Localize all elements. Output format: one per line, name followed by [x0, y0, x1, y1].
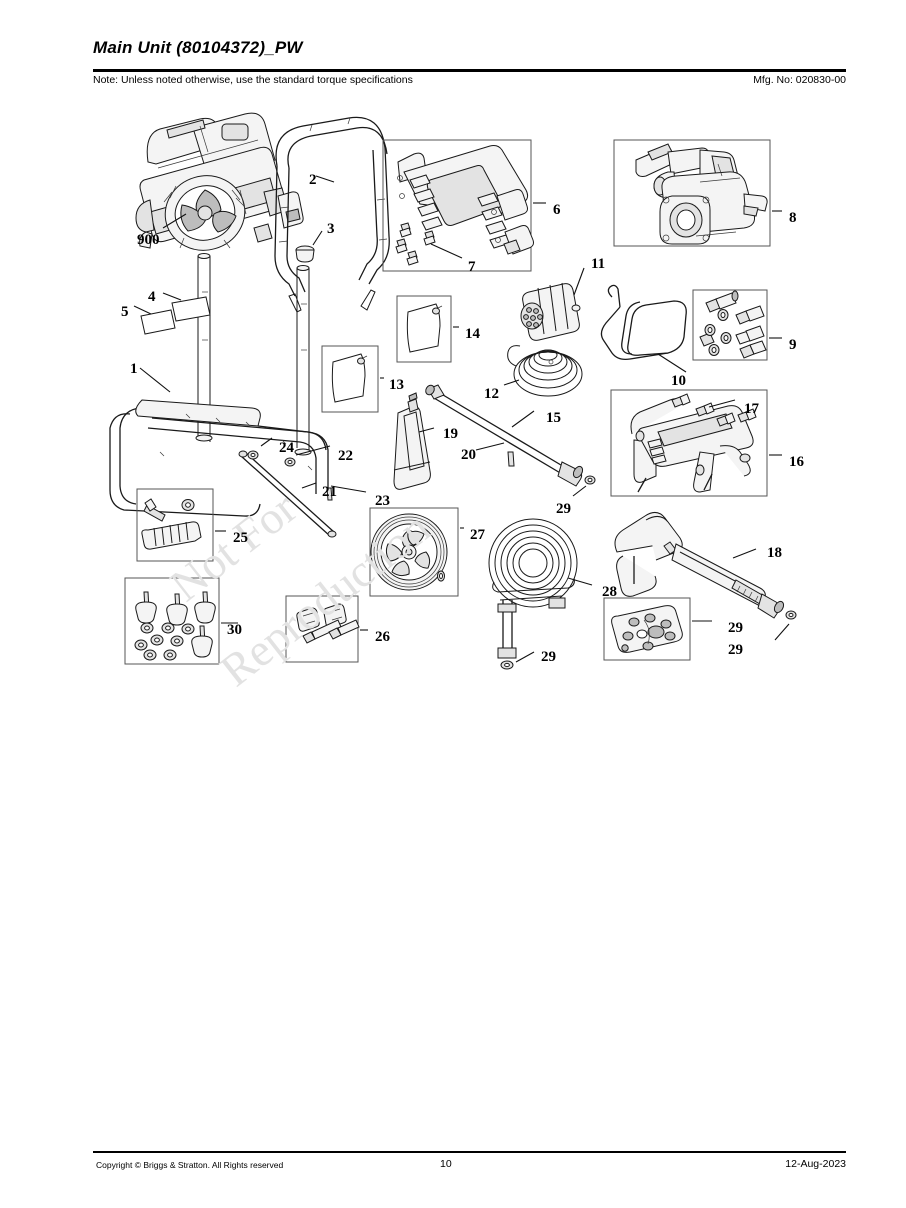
- callout-shroud-cover: 6: [553, 202, 561, 218]
- torque-note: Note: Unless noted otherwise, use the st…: [93, 74, 413, 86]
- bolt-kit-box-graphic: [692, 289, 782, 361]
- callout-oring-kit: 29: [728, 620, 743, 636]
- callout-pin-23: 23: [375, 493, 390, 509]
- page-title: Main Unit (80104372)_PW: [93, 38, 303, 57]
- footer-date: 12-Aug-2023: [785, 1158, 846, 1170]
- callout-axle-rod: 21: [322, 484, 337, 500]
- callout-bracket-kit: 26: [375, 629, 390, 645]
- detergent-tank-graphic: [393, 392, 435, 490]
- callout-hose-clip-kit: 25: [233, 530, 248, 546]
- callout-washer-22: 22: [338, 448, 353, 464]
- axle-rod-graphic: [238, 437, 367, 538]
- vibration-mount-box-graphic: [124, 577, 238, 665]
- callout-pump-assembly: 8: [789, 210, 797, 226]
- coiled-hose-graphic: [503, 345, 583, 397]
- nozzle-holder-graphic: [520, 267, 585, 341]
- footer-divider: [93, 1151, 846, 1153]
- callout-high-pressure-hose: 28: [602, 584, 617, 600]
- decal-graphics: [133, 292, 211, 335]
- callout-lance-tube: 15: [546, 410, 561, 426]
- panel-13-graphic: [321, 345, 384, 413]
- callout-handle-cap: 3: [327, 221, 335, 237]
- callout-panel-13: 13: [389, 377, 404, 393]
- panel-14-graphic: [396, 295, 459, 363]
- callout-shroud-screws: 7: [468, 259, 476, 275]
- page-number: 10: [440, 1158, 452, 1170]
- callout-engine-assembly: 900: [137, 232, 160, 248]
- engine-assembly-graphic: [135, 112, 304, 251]
- callout-handle-bar: 2: [309, 172, 317, 188]
- callout-oring-29b: 29: [541, 649, 556, 665]
- callout-oring-29c: 29: [728, 642, 743, 658]
- bracket-kit-box-graphic: [285, 595, 368, 663]
- shroud-box-graphic: [382, 139, 546, 272]
- callout-detergent-tank: 19: [443, 426, 458, 442]
- callout-decal-lower: 5: [121, 304, 129, 320]
- spray-gun-graphic: [614, 512, 797, 641]
- callout-frame-screws: 17: [744, 401, 759, 417]
- front-frame-box-graphic: [610, 389, 782, 497]
- callout-wheel: 27: [470, 527, 485, 543]
- callout-pin-20: 20: [461, 447, 476, 463]
- hp-hose-graphic: [488, 518, 593, 670]
- header-divider: [93, 69, 846, 72]
- callout-coiled-hose: 12: [484, 386, 499, 402]
- callout-spray-gun: 18: [767, 545, 782, 561]
- callout-bolt-kit: 9: [789, 337, 797, 353]
- callout-front-frame: 16: [789, 454, 804, 470]
- callout-nozzle-holder: 11: [591, 256, 606, 272]
- pin-20-graphic: [475, 442, 515, 467]
- footer-copyright: Copyright © Briggs & Stratton. All Right…: [96, 1160, 284, 1170]
- callout-oring-29a: 29: [556, 501, 571, 517]
- wire-form-graphic: [600, 284, 687, 373]
- pump-box-graphic: [613, 139, 782, 247]
- wheel-box-graphic: [369, 507, 464, 597]
- frame-base-graphic: [109, 367, 329, 517]
- callout-wire-form: 10: [671, 373, 686, 389]
- callout-vibration-mount-kit: 30: [227, 622, 242, 638]
- callout-decal-upper: 4: [148, 289, 156, 305]
- oring-kit-box-graphic: [603, 597, 712, 661]
- callout-washer-24: 24: [279, 440, 294, 456]
- handle-cap-graphic: [295, 230, 323, 263]
- mfg-number: Mfg. No: 020830-00: [753, 74, 846, 86]
- callout-panel-14: 14: [465, 326, 480, 342]
- clip-kit-box-graphic: [136, 488, 226, 562]
- lance-tube-graphic: [425, 384, 596, 497]
- callout-frame-assembly: 1: [130, 361, 138, 377]
